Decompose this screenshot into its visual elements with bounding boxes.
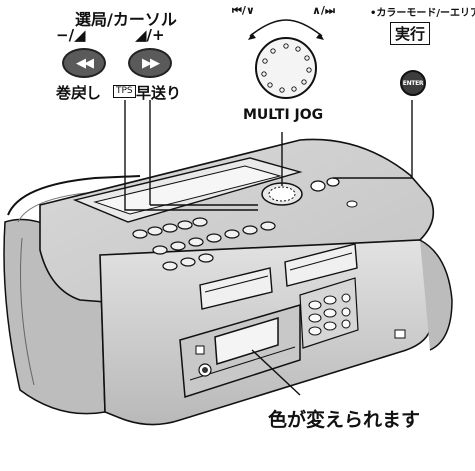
jog-right-label: ∧/⏭ [312,4,335,17]
minus-triangle-icon: ◢ [74,26,86,44]
color-mode-label: •カラーモード/ーエリア [370,8,475,19]
fast-forward-button[interactable]: ▶▶ [128,48,172,78]
plus-label: ◢/+ [135,26,165,44]
tps-badge: TPS [113,85,136,98]
rewind-button[interactable]: ◀◀ [62,48,106,78]
fast-forward-label: 早送り [136,84,182,102]
multi-jog-dial [255,37,317,99]
minus-label: −/◢ [56,26,86,44]
plus-triangle-icon: ◢ [135,26,147,44]
execute-label: 実行 [390,22,431,45]
channel-cursor-label: 選局/カーソル [75,10,177,29]
jog-left-label: ⏮/∨ [232,4,255,17]
skip-forward-icon: ⏭ [324,4,335,17]
multi-jog-label: MULTI JOG [243,107,324,123]
caption: 色が変えられます [268,409,421,431]
rewind-icon: ◀◀ [76,55,94,71]
fast-forward-icon: ▶▶ [142,55,160,71]
rewind-label: 巻戻し [56,84,102,102]
skip-back-icon: ⏮ [232,4,242,17]
enter-button[interactable]: ENTER [400,70,426,96]
